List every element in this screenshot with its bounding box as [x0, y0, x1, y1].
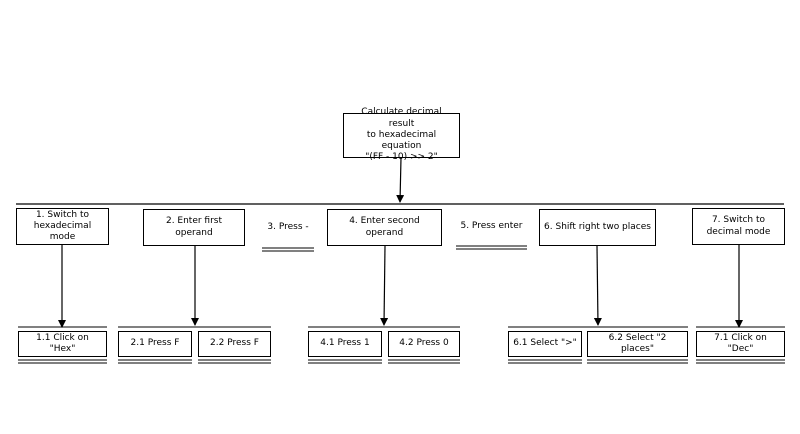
- step-5-node: 5. Press enter: [456, 208, 527, 245]
- substep-7-1-node: 7.1 Click on "Dec": [696, 331, 785, 357]
- step-3-node: 3. Press -: [262, 209, 314, 246]
- substep-6-1-label: 6.1 Select ">": [513, 338, 577, 349]
- substep-underlines: [18, 359, 785, 364]
- step-5-label: 5. Press enter: [460, 220, 523, 231]
- substep-4-1-label: 4.1 Press 1: [320, 338, 370, 349]
- substep-4-2-node: 4.2 Press 0: [388, 331, 460, 357]
- substep-2-2-label: 2.2 Press F: [210, 338, 259, 349]
- step-7-node: 7. Switch to decimal mode: [692, 208, 785, 245]
- substep-6-1-node: 6.1 Select ">": [508, 331, 582, 357]
- substep-2-1-node: 2.1 Press F: [118, 331, 192, 357]
- substep-4-1-node: 4.1 Press 1: [308, 331, 382, 357]
- substep-1-1-label: 1.1 Click on "Hex": [36, 332, 89, 354]
- step-4-label: 4. Enter second operand: [349, 216, 420, 238]
- step-2-node: 2. Enter first operand: [143, 209, 245, 246]
- step-4-connector: [380, 245, 389, 326]
- step-2-label: 2. Enter first operand: [165, 216, 223, 238]
- substep-4-2-label: 4.2 Press 0: [399, 338, 449, 349]
- goal-label: Calculate decimal result to hexadecimal …: [361, 107, 442, 163]
- step-7-label: 7. Switch to decimal mode: [706, 215, 771, 237]
- substep-6-2-node: 6.2 Select "2 places": [587, 331, 688, 357]
- step-4-node: 4. Enter second operand: [327, 209, 442, 246]
- goal-node: Calculate decimal result to hexadecimal …: [343, 107, 460, 162]
- step-1-label: 1. Switch to hexadecimal mode: [33, 209, 92, 243]
- substep-2-2-node: 2.2 Press F: [198, 331, 271, 357]
- substep-7-1-label: 7.1 Click on "Dec": [714, 332, 767, 354]
- step-6-label: 6. Shift right two places: [544, 221, 651, 232]
- step-6-node: 6. Shift right two places: [539, 209, 656, 246]
- substep-6-2-label: 6.2 Select "2 places": [608, 332, 667, 354]
- step-3-label: 3. Press -: [267, 221, 309, 232]
- step-1-node: 1. Switch to hexadecimal mode: [16, 208, 109, 245]
- step-6-connector: [593, 245, 602, 326]
- goal-connector: [396, 157, 405, 203]
- substep-2-1-label: 2.1 Press F: [130, 338, 180, 349]
- substep-1-1-node: 1.1 Click on "Hex": [18, 331, 107, 357]
